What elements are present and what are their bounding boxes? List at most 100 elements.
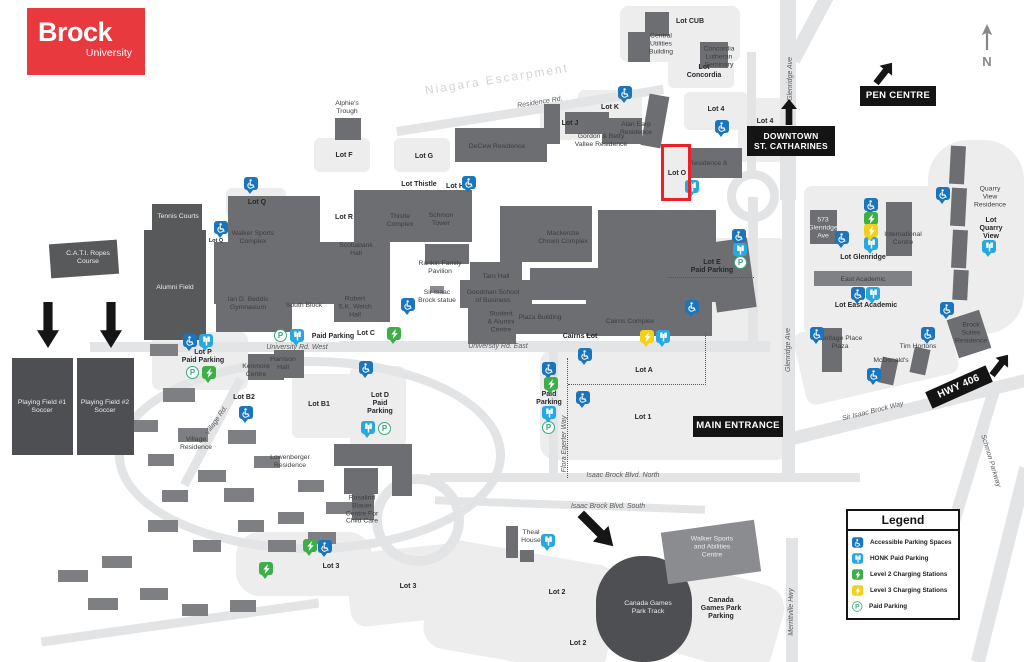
accessible-parking-icon: [318, 540, 332, 557]
building-label: Tennis Courts: [157, 213, 199, 221]
building-label: Tim Hortons: [899, 343, 937, 351]
road-segment: [971, 466, 1024, 662]
accessible-parking-icon: [542, 362, 556, 379]
lot-label: Lot East Academic: [834, 301, 898, 309]
brock-logo: Brock University: [27, 8, 145, 75]
honk-parking-icon: [361, 421, 375, 438]
lot-label: Cairns Lot: [562, 332, 598, 340]
boundary-dotted-line: [705, 332, 706, 385]
honk-parking-icon: [982, 240, 996, 257]
legend-item-label: Paid Parking: [869, 603, 908, 610]
accessible-parking-icon: [239, 406, 253, 423]
building: [952, 269, 969, 301]
sign-arrow-hwy-406: [986, 350, 1015, 380]
road-label: Schmon Parkway: [979, 433, 1002, 488]
building-label: DeCew Residence: [468, 143, 526, 151]
lot-label: Lot B1: [308, 400, 330, 408]
building-label: Sir Isaac Brock statue: [418, 289, 456, 304]
lot-label: Lot 2: [548, 588, 566, 596]
building: [163, 388, 195, 402]
building: [238, 520, 264, 532]
accessible-parking-icon: [867, 368, 881, 385]
road-segment: [90, 342, 360, 352]
building: [152, 204, 202, 230]
lot-label: Lot O: [667, 169, 687, 177]
building: [12, 358, 73, 455]
building: [470, 262, 522, 284]
building: [352, 490, 374, 520]
building-label: Walker Sports and Abilities Centre: [690, 535, 734, 558]
building: [77, 358, 134, 455]
building: [425, 244, 469, 264]
building: [530, 268, 640, 300]
accessible-parking-icon: [864, 198, 878, 215]
building-label: Alphie's Trough: [335, 100, 359, 115]
accessible-parking-icon: [936, 187, 950, 204]
building-label: Harrison Hall: [270, 356, 296, 371]
lot-label: Lot D Paid Parking: [367, 391, 393, 416]
building: [335, 118, 361, 140]
building: [228, 430, 256, 444]
building-label: International Centre: [884, 231, 922, 246]
sign-main-entrance: MAIN ENTRANCE: [693, 415, 783, 437]
building: [628, 32, 650, 62]
lot-area: [928, 140, 1024, 334]
road-label: University Rd. West: [266, 343, 328, 351]
legend-item-accessible: Accessible Parking Spaces: [852, 536, 954, 549]
building-label: Schmon Tower: [428, 212, 454, 227]
legend-item-level2: Level 2 Charging Stations: [852, 568, 954, 581]
lot-label: Lot P Paid Parking: [181, 348, 225, 364]
building-label: Mackenzie Chown Complex: [538, 230, 588, 245]
lot-label: Lot 3: [399, 582, 417, 590]
logo-title: Brock: [38, 17, 113, 47]
accessible-parking-icon: [462, 176, 476, 193]
building-label: Alan Earp Residence: [619, 121, 653, 136]
lot-label: Lot G: [414, 152, 434, 160]
building: [214, 242, 334, 304]
building: [506, 526, 518, 558]
legend-item-label: Level 3 Charging Stations: [870, 587, 948, 594]
building-label: Thistle Complex: [386, 213, 414, 228]
road-segment: [40, 598, 320, 646]
building-label: Student & Alumni Centre: [487, 310, 515, 333]
road-segment: [781, 195, 795, 475]
road-segment: [746, 52, 756, 172]
level2-charging-icon: [303, 539, 317, 556]
road-label: Glenridge Ave: [784, 328, 792, 372]
building: [822, 328, 842, 372]
building: [544, 104, 560, 144]
building: [132, 420, 158, 432]
building-label: 573 Glenridge Ave: [808, 216, 838, 239]
road-label: Merrittville Hwy: [787, 588, 795, 636]
paid-parking-icon: P: [274, 329, 287, 342]
lot-label: Lot Concordia: [686, 63, 722, 79]
accessible-parking-icon: [183, 334, 197, 351]
sign-downtown-st-catharines: DOWNTOWN ST. CATHARINES: [747, 126, 835, 156]
building: [150, 344, 178, 356]
building: [949, 145, 966, 185]
building: [392, 458, 412, 496]
road-segment: [748, 197, 758, 347]
north-arrow-icon: [981, 24, 993, 50]
building: [326, 502, 354, 514]
lot-label: Lot 3: [322, 562, 340, 570]
lot-label: Lot E Paid Parking: [690, 258, 734, 274]
lot-label: Lot R: [335, 213, 353, 221]
accessible-parking-icon: [576, 391, 590, 408]
level2-charging-icon: [852, 569, 864, 580]
building-label: Taro Hall: [482, 273, 510, 281]
building: [460, 280, 532, 308]
accessible-parking-icon: [578, 348, 592, 365]
paid-parking-icon: P: [542, 421, 555, 434]
terrain-label: Niagara Escarpment: [423, 60, 570, 98]
building: [278, 512, 304, 524]
lot-label: Lot Quarry View: [979, 216, 1003, 241]
level2-charging-icon: [259, 562, 273, 579]
building-label: Robert S.K. Welch Hall: [338, 295, 372, 318]
lot-label: Lot Thistle: [401, 180, 437, 188]
accessible-parking-icon: [835, 231, 849, 248]
building: [814, 271, 912, 286]
building: [254, 456, 280, 468]
honk-parking-icon: [290, 329, 304, 346]
level2-charging-icon: [387, 327, 401, 344]
